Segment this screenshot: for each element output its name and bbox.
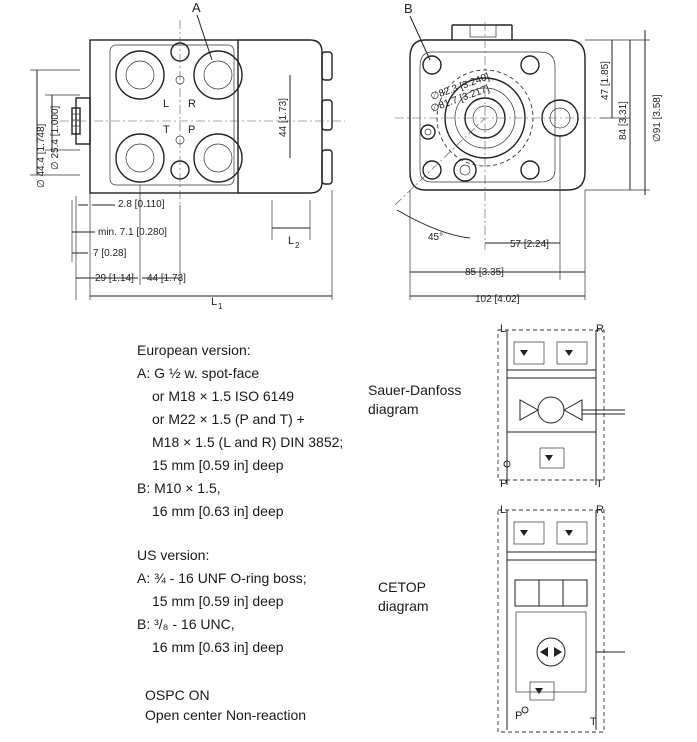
port-T-inner (125, 143, 155, 173)
note-line-12: B: ³/₈ - 16 UNC, (137, 616, 235, 632)
port-P-outer (193, 133, 243, 183)
dim-h91: ∅91 [3.58] (652, 94, 663, 142)
note-line-5: M18 × 1.5 (L and R) DIN 3852; (152, 434, 344, 450)
note-line-11: 15 mm [0.59 in] deep (152, 593, 284, 609)
port-label-R: R (188, 98, 196, 110)
note-us-heading: US version: (137, 547, 210, 563)
sauer-danfoss-label: Sauer-Danfoss diagram (368, 381, 461, 419)
dim-7: 7 [0.28] (93, 248, 127, 259)
port-L-outer (115, 50, 165, 100)
sauer-port-L: L (500, 323, 506, 335)
bolt-hole-2 (520, 55, 540, 75)
bolt-hole-4 (520, 160, 540, 180)
dim-L1-sub: 1 (218, 302, 223, 311)
dim-min7-1: min. 7.1 [0.280] (98, 227, 167, 238)
note-open-center: Open center Non-reaction (145, 707, 307, 723)
dim-w102: 102 [4.02] (475, 294, 520, 305)
note-european-heading: European version: (137, 342, 251, 358)
bolt-head-bottom (321, 149, 333, 185)
note-line-7: B: M10 × 1.5, (137, 480, 221, 496)
port-T-outer (115, 133, 165, 183)
dim-d25-4: ∅ 25.4 [1.000] (50, 105, 61, 170)
cetop-port-R: R (596, 504, 604, 516)
note-line-3: or M18 × 1.5 ISO 6149 (152, 388, 295, 404)
label-B: B (404, 1, 413, 16)
dim-L2: L (288, 235, 294, 247)
bolt-head-mid (321, 99, 333, 131)
end-body-outline (409, 39, 586, 191)
bolt-hole-3 (422, 160, 442, 180)
sauer-danfoss-schematic: L R P T (497, 323, 625, 490)
port-label-P: P (188, 124, 195, 136)
dim-2-8: 2.8 [0.110] (118, 199, 165, 210)
front-body-outline (89, 39, 239, 194)
front-view: A L R T P ∅ 44.4 [1.748] ∅ 25.4 [1.000] … (30, 0, 345, 311)
port-R-outer (193, 50, 243, 100)
note-ospc-on: OSPC ON (145, 687, 210, 703)
end-view: B ∅82.3 [3.240] ∅81.7 [3.217] 47 [1.85] … (394, 1, 663, 305)
dim-h47: 47 [1.85] (600, 61, 611, 100)
sauer-port-R: R (596, 323, 604, 335)
sauer-label-line2: diagram (368, 401, 419, 417)
sauer-port-T: T (596, 478, 603, 490)
dim-L1: L (211, 296, 217, 308)
port-label-T: T (163, 124, 170, 136)
dim-w57: 57 [2.24] (510, 239, 549, 250)
note-line-4: or M22 × 1.5 (P and T) + (152, 411, 305, 427)
note-line-10: A: ¾ - 16 UNF O-ring boss; (137, 570, 307, 586)
cetop-label-line1: CETOP (378, 579, 426, 595)
dim-L2-sub: 2 (295, 241, 300, 250)
note-line-6: 15 mm [0.59 in] deep (152, 457, 284, 473)
label-A: A (192, 0, 201, 15)
dim-w85: 85 [3.35] (465, 267, 504, 278)
dim-d44-4: ∅ 44.4 [1.748] (36, 123, 47, 188)
cetop-port-L: L (500, 504, 506, 516)
cetop-frame (497, 509, 605, 733)
cetop-label: CETOP diagram (378, 578, 429, 616)
end-flange-inner (419, 51, 556, 183)
cetop-control-valve (514, 579, 588, 607)
cetop-port-T: T (590, 716, 597, 728)
sauer-frame (497, 329, 605, 481)
port-R-inner (203, 60, 233, 90)
port-label-L: L (163, 98, 169, 110)
cetop-schematic: L R P T (497, 504, 625, 733)
port-block (109, 44, 235, 186)
sauer-label-line1: Sauer-Danfoss (368, 382, 462, 398)
port-L-inner (125, 60, 155, 90)
note-line-8: 16 mm [0.63 in] deep (152, 503, 284, 519)
sauer-meter-unit (537, 396, 565, 424)
dim-angle-45: 45° (428, 232, 443, 243)
dim-h44: 44 [1.73] (278, 98, 289, 137)
bolt-hole-1 (422, 55, 442, 75)
bolt-head-top (321, 51, 333, 81)
sauer-port-P: P (500, 478, 507, 490)
small-hole-1 (420, 124, 436, 140)
note-line-2: A: G ½ w. spot-face (137, 365, 260, 381)
note-line-13: 16 mm [0.63 in] deep (152, 639, 284, 655)
small-hole-2 (453, 158, 477, 182)
cetop-port-P: P (515, 710, 522, 722)
cetop-label-line2: diagram (378, 598, 429, 614)
port-P-inner (203, 143, 233, 173)
dim-h84: 84 [3.31] (618, 101, 629, 140)
cetop-meter-unit (536, 637, 566, 667)
dim-29: 29 [1.14] (95, 273, 134, 284)
dim-44b: 44 [1.73] (147, 273, 186, 284)
